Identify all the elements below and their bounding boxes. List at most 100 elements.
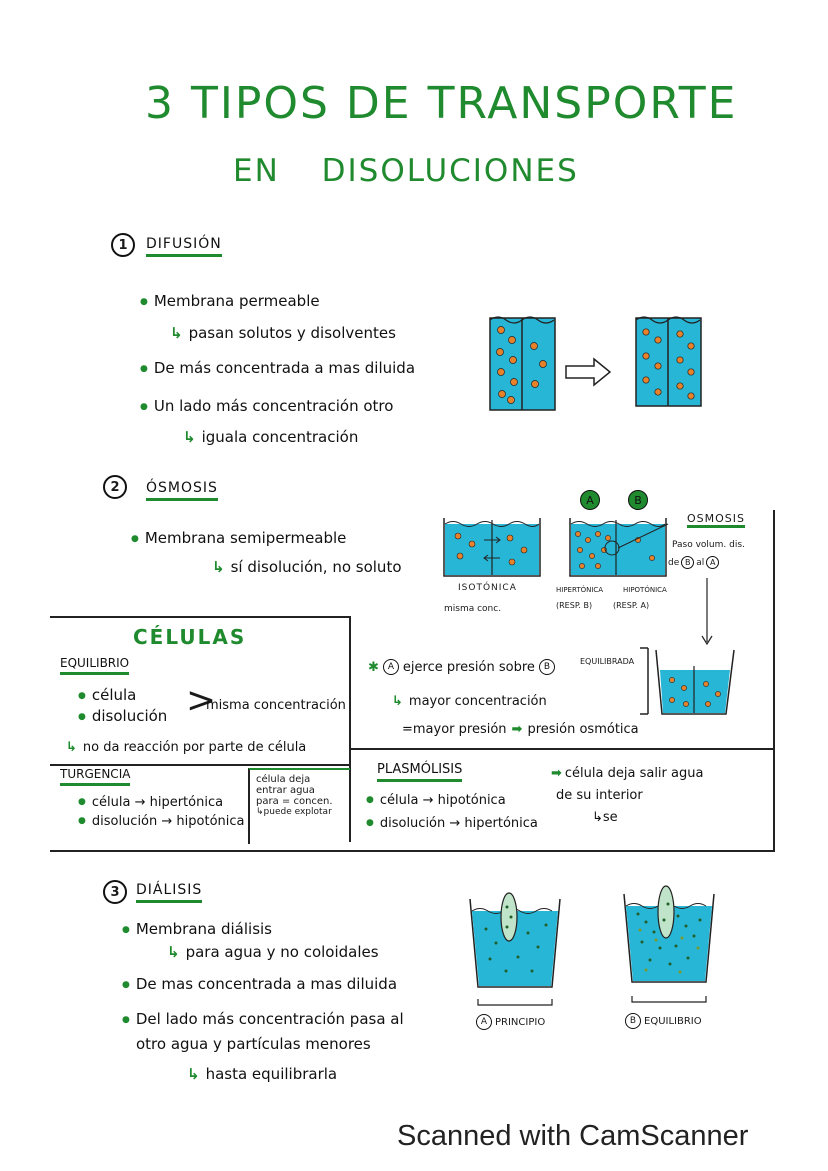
equilibrada-beaker <box>640 647 735 715</box>
arrow-right-icon <box>565 357 612 387</box>
presion-badge-b-text: B <box>543 662 550 672</box>
turn-arrow-icon: ↳ <box>183 428 196 446</box>
dialisis-badge-b: B <box>625 1013 641 1029</box>
side-de-text: de <box>668 557 680 568</box>
equilibrio-heading: EQUILIBRIO <box>60 656 130 675</box>
presion-line-2-text: mayor concentración <box>408 694 547 709</box>
difusion-heading: DIFUSIÓN <box>146 236 222 257</box>
plasmolisis-right-1-text: célula deja salir agua <box>564 766 704 781</box>
down-arrow-icon <box>701 578 713 646</box>
box-mid-line-right <box>350 748 775 750</box>
box-bottom-line <box>50 850 775 852</box>
turgencia-box: célula deja entrar agua para = concen. ↳… <box>248 768 350 844</box>
plasmolisis-right-3: ↳se <box>592 810 618 825</box>
dialisis-label-b-text: EQUILIBRIO <box>644 1015 702 1027</box>
equilibrio-item-2-text: disolución <box>91 707 168 725</box>
turgencia-item-1: célula → hipertónica <box>78 795 223 810</box>
turn-arrow-icon: ↳ <box>187 1065 200 1083</box>
side-badge-a-text: A <box>710 558 716 567</box>
dialisis-label-b: B EQUILIBRIO <box>625 1013 702 1029</box>
difusion-diagram <box>489 316 702 411</box>
difusion-sub-3: ↳ iguala concentración <box>183 428 358 446</box>
section-number-1: 1 <box>111 233 135 257</box>
turgencia-item-2: disolución → hipotónica <box>78 814 245 829</box>
dialisis-beaker-a <box>469 892 561 1006</box>
plasmolisis-right-1: ➡célula deja salir agua <box>551 766 703 781</box>
equilibrio-note-text: no da reacción por parte de célula <box>82 740 307 755</box>
equilibrio-item-2: disolución <box>78 707 167 725</box>
difusion-sub-3-text: iguala concentración <box>201 428 359 446</box>
beaker-after <box>635 316 702 407</box>
difusion-bullet-2: De más concentrada a mas diluida <box>140 359 415 377</box>
dialisis-bullet-3: Del lado más concentración pasa al <box>122 1010 404 1028</box>
section-number-2: 2 <box>103 475 127 499</box>
difusion-sub-1: ↳pasan solutos y disolventes <box>170 324 396 342</box>
osmosis-sub-1-text: sí disolución, no soluto <box>230 558 402 576</box>
dialisis-sub-3: ↳ hasta equilibrarla <box>187 1065 337 1083</box>
dialisis-bullet-3-cont: otro agua y partículas menores <box>136 1035 371 1053</box>
turn-arrow-icon: ↳ <box>170 324 183 342</box>
difusion-bullet-1: Membrana permeable <box>140 292 320 310</box>
turn-arrow-icon: ↳ <box>167 943 180 961</box>
plasmolisis-item-2-text: disolución → hipertónica <box>379 816 538 831</box>
presion-line-1: ✱ A ejerce presión sobre B <box>368 659 555 675</box>
osmosis-sub-1: ↳ sí disolución, no soluto <box>212 558 402 576</box>
presion-line-4-text: presión osmótica <box>527 722 639 737</box>
osmosis-side-line-1: Paso volum. dis. <box>672 540 745 550</box>
side-badge-a: A <box>706 556 720 569</box>
osmosis-hiper-hipo-beaker <box>569 518 669 577</box>
osmosis-bullet-1-text: Membrana semipermeable <box>144 529 347 547</box>
arrow-icon: ↳ <box>66 740 77 755</box>
dialisis-sub-1-text: para agua y no coloidales <box>185 943 379 961</box>
equilibrio-item-1-text: célula <box>91 686 137 704</box>
plasmolisis-item-1: célula → hipotónica <box>366 793 506 808</box>
turn-arrow-icon: ↳ <box>392 694 403 709</box>
resp-b-label: (RESP. B) <box>556 601 593 610</box>
presion-line-2: ↳ mayor concentración <box>392 694 547 709</box>
section-number-text: 3 <box>110 884 120 900</box>
hipotonica-label: HIPOTÓNICA <box>623 586 667 594</box>
osmosis-isotonic-beaker <box>443 518 541 577</box>
difusion-bullet-2-text: De más concentrada a mas diluida <box>153 359 416 377</box>
isotonic-label: ISOTÓNICA <box>458 583 517 593</box>
dialisis-bullet-1-text: Membrana diálisis <box>135 920 273 938</box>
osmosis-heading: ÓSMOSIS <box>146 480 218 501</box>
turgencia-box-line-2: entrar agua <box>256 785 315 796</box>
turgencia-item-1-text: célula → hipertónica <box>91 795 224 810</box>
turgencia-box-line-4: ↳puede explotar <box>256 807 332 817</box>
plasmolisis-heading: PLASMÓLISIS <box>377 762 463 782</box>
badge-b-text: B <box>634 493 642 507</box>
dialisis-sub-3-text: hasta equilibrarla <box>205 1065 338 1083</box>
turgencia-item-2-text: disolución → hipotónica <box>91 814 245 829</box>
equilibrio-note: ↳ no da reacción por parte de célula <box>66 740 306 755</box>
box-right-line <box>349 616 351 842</box>
equilibrio-item-1: célula <box>78 686 137 704</box>
badge-a-text: A <box>586 493 594 507</box>
dialisis-bullet-1: Membrana diálisis <box>122 920 272 938</box>
dialisis-heading: DIÁLISIS <box>136 882 203 903</box>
dialisis-label-a: A PRINCIPIO <box>476 1014 545 1030</box>
difusion-bullet-3: Un lado más concentración otro <box>140 397 394 415</box>
turgencia-heading: TURGENCIA <box>60 767 131 786</box>
osmosis-bullet-1: Membrana semipermeable <box>131 529 347 547</box>
dialisis-bullet-2: De mas concentrada a mas diluida <box>122 975 397 993</box>
beaker-before <box>489 316 556 411</box>
box-mid-line <box>50 764 350 766</box>
side-al-text: al <box>696 557 705 568</box>
dialisis-badge-a: A <box>476 1014 492 1030</box>
box-right-edge <box>773 510 775 850</box>
dialisis-sub-1: ↳ para agua y no coloidales <box>167 943 379 961</box>
turn-arrow-icon: ↳ <box>212 558 225 576</box>
section-number-3: 3 <box>103 880 127 904</box>
presion-line-3-text: =mayor presión <box>402 722 507 737</box>
page-subtitle: EN DISOLUCIONES <box>233 153 579 189</box>
dialisis-beaker-b <box>623 885 715 1003</box>
box-top-line <box>50 616 350 618</box>
dialisis-badge-a-text: A <box>480 1017 488 1027</box>
dialisis-bullet-3-text: Del lado más concentración pasa al <box>135 1010 404 1028</box>
hipertonica-label: HIPERTÓNICA <box>556 586 604 594</box>
presion-badge-b: B <box>538 659 555 675</box>
plasmolisis-item-2: disolución → hipertónica <box>366 816 538 831</box>
turgencia-box-line-1: célula deja <box>256 774 311 785</box>
celulas-title: CÉLULAS <box>133 625 247 649</box>
